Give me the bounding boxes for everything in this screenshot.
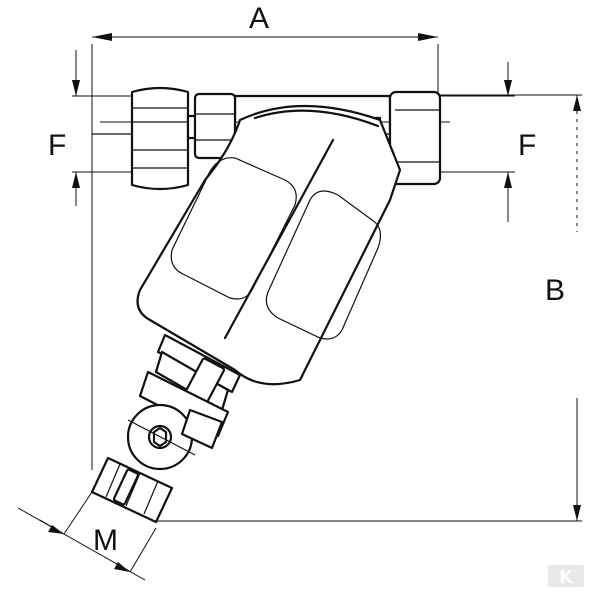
screen-housing — [136, 104, 402, 386]
strainer-body — [90, 86, 450, 524]
brand-k-logo: K — [548, 565, 584, 588]
outlet-coupling — [388, 90, 442, 186]
drain-outlet-nut — [90, 456, 174, 524]
dimension-label-a: A — [249, 2, 269, 35]
dimension-label-b: B — [545, 274, 565, 307]
dimension-label-f-left: F — [48, 129, 66, 162]
inlet-union-nut — [130, 86, 200, 191]
inlet-coupling — [193, 92, 237, 160]
drain-ball-valve — [126, 370, 230, 471]
svg-text:K: K — [559, 567, 574, 588]
dimension-lines — [17, 33, 582, 581]
dimension-label-m: M — [93, 524, 118, 557]
dimension-label-f-right: F — [518, 129, 536, 162]
